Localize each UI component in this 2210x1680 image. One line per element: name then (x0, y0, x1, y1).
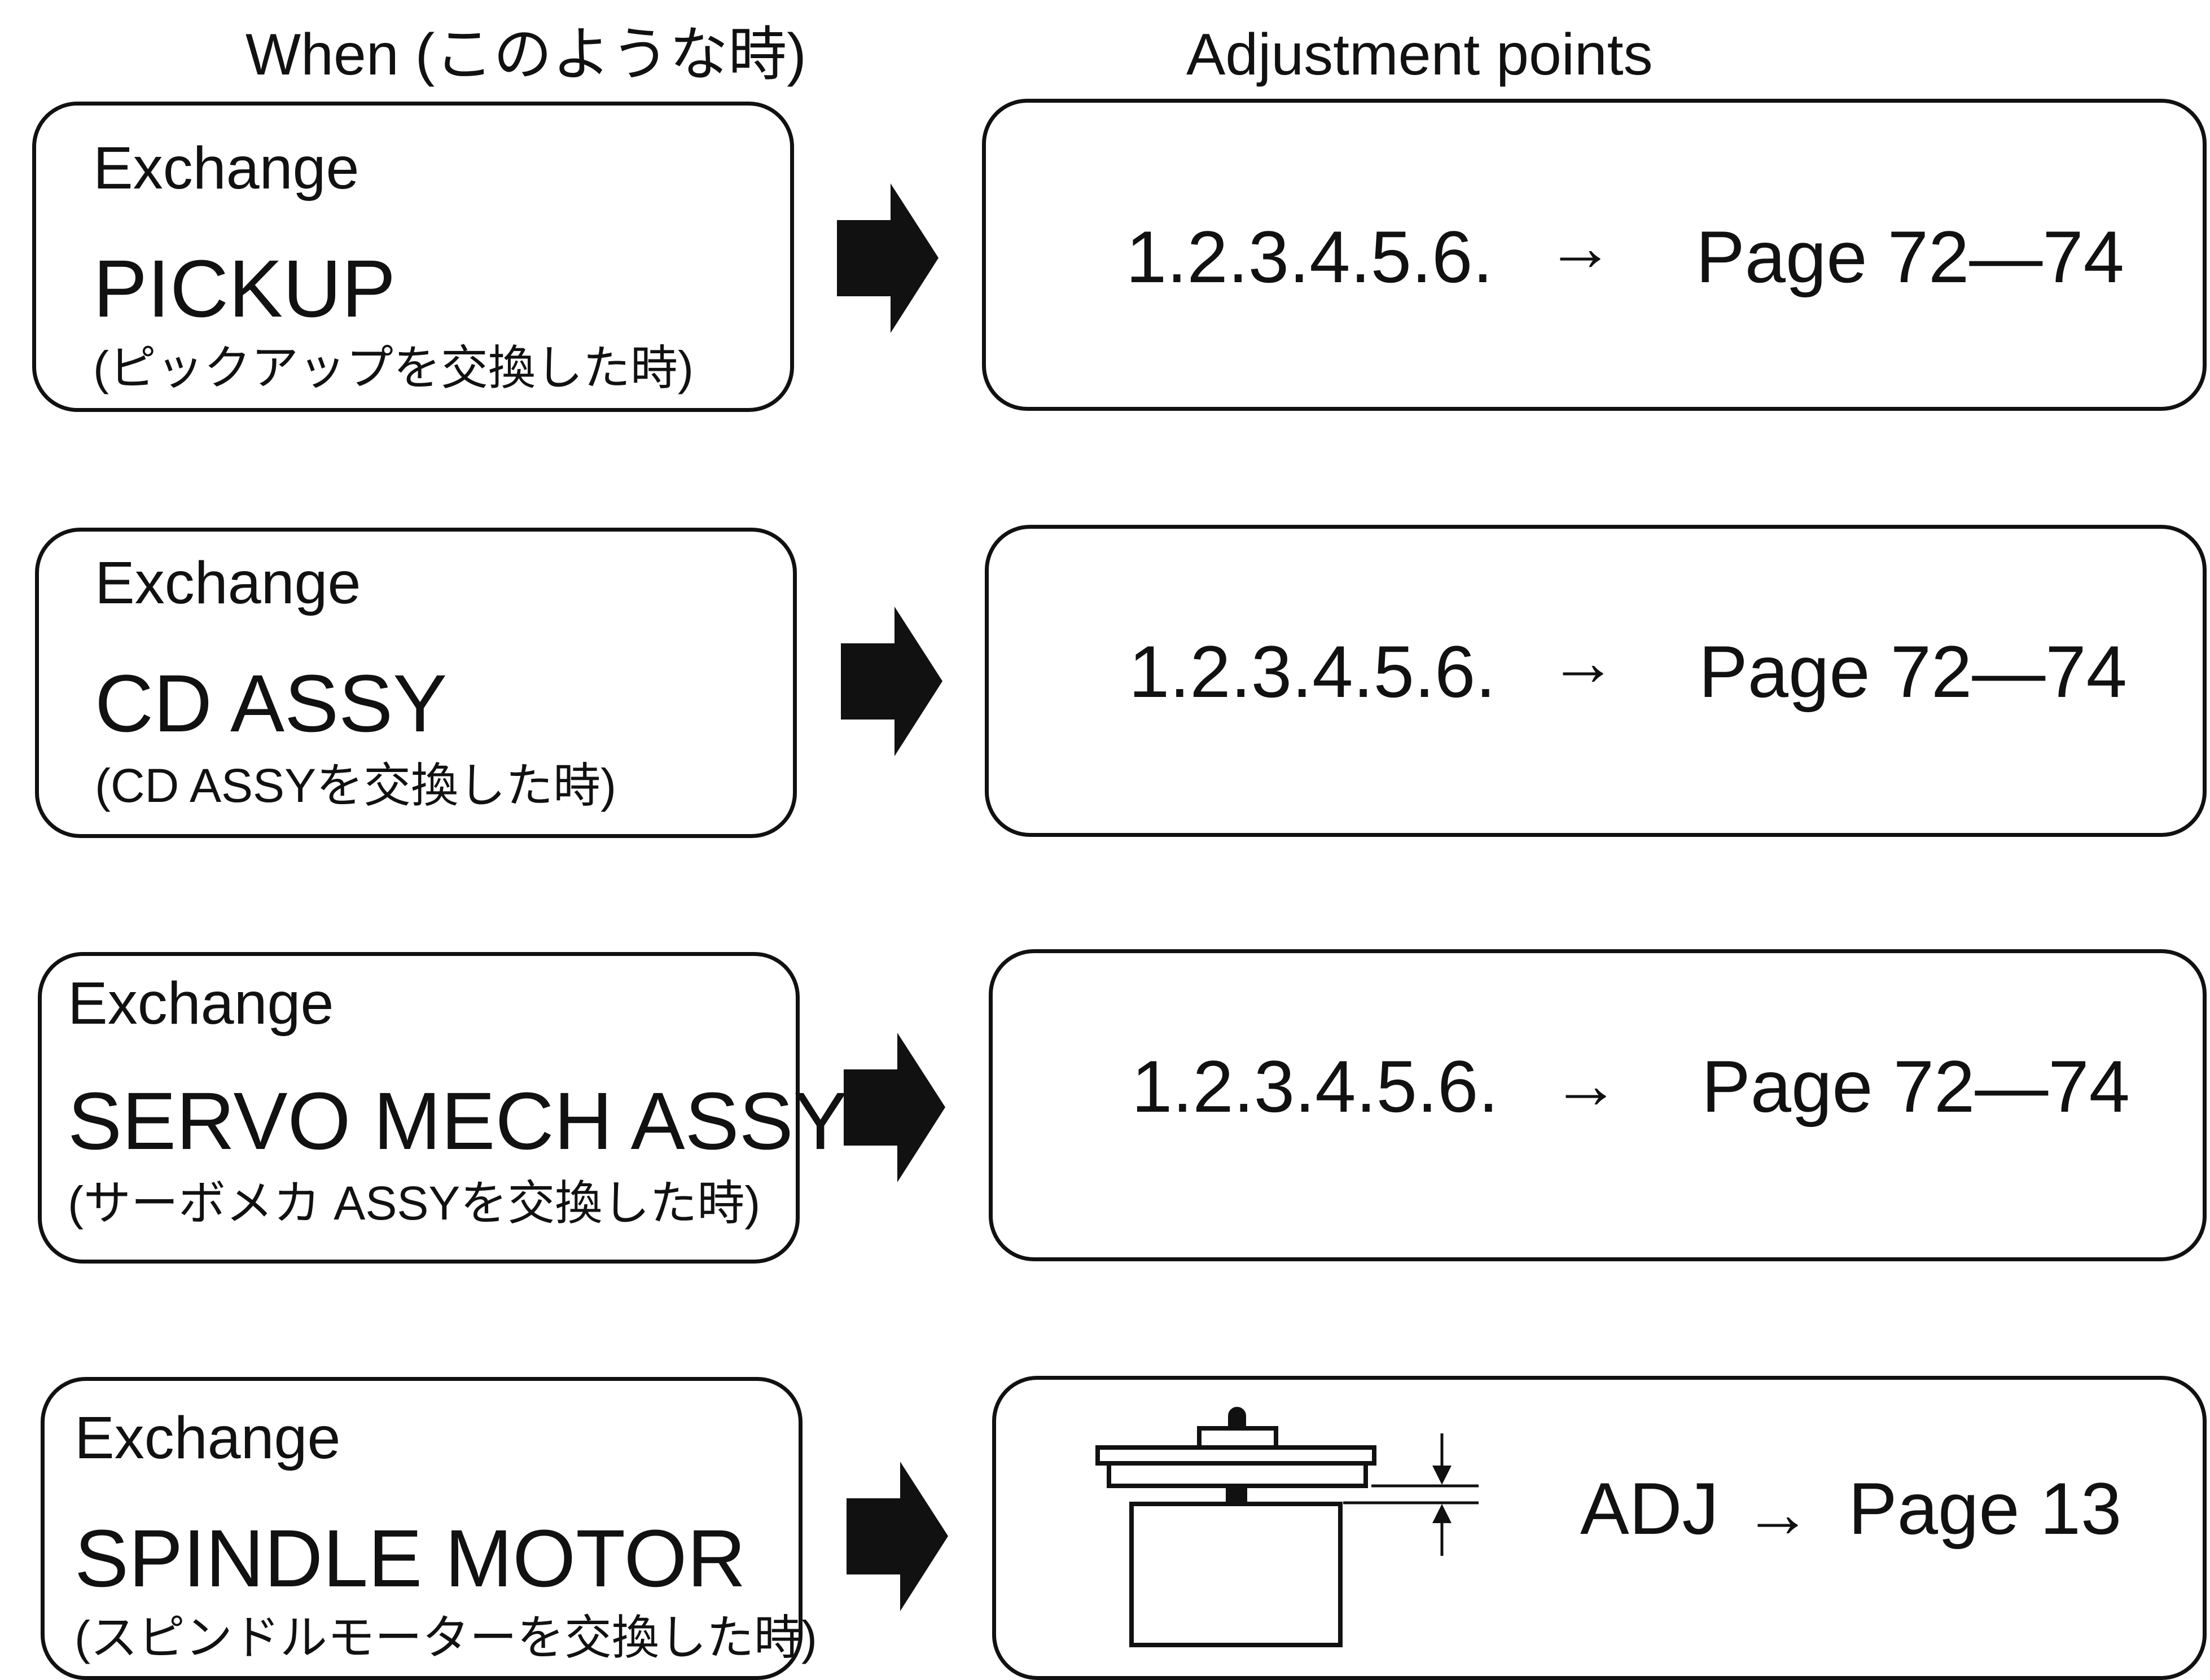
small-arrow-icon: → (1546, 209, 1614, 285)
exchange-label: Exchange (93, 135, 359, 201)
when-box-spindle-motor (41, 1377, 803, 1680)
when-box-servo-mech-assy (38, 952, 800, 1264)
adjustment-box-servo-mech-assy (989, 949, 2207, 1261)
part-name: SPINDLE MOTOR (74, 1513, 746, 1604)
page-reference: Page 72—74 (1702, 1045, 2130, 1128)
block-arrow-right-icon (837, 183, 939, 333)
small-arrow-icon: → (1549, 624, 1617, 700)
adjustment-steps: 1.2.3.4.5.6. (1126, 216, 1493, 298)
part-name: SERVO MECH ASSY (68, 1076, 848, 1166)
when-box-pickup (32, 102, 794, 412)
part-name-jp: (スピンドルモーターを交換した時) (74, 1611, 817, 1664)
exchange-label: Exchange (95, 550, 361, 616)
part-name-jp: (サーボメカ ASSYを交換した時) (68, 1177, 761, 1230)
when-header: When (このような時) (245, 22, 806, 87)
adjustment-box-cd-assy (985, 525, 2207, 837)
adjustment-steps: 1.2.3.4.5.6. (1129, 630, 1496, 713)
adjustment-steps: 1.2.3.4.5.6. (1132, 1045, 1499, 1128)
adjustment-label: ADJ (1580, 1467, 1719, 1550)
adjustment-points-header: Adjustment points (1186, 22, 1653, 87)
small-arrow-icon: → (1744, 1476, 1812, 1551)
spindle-motor-height-diagram (1095, 1407, 1479, 1647)
block-arrow-right-icon (844, 1033, 945, 1182)
page-reference: Page 72—74 (1699, 630, 2127, 713)
block-arrow-right-icon (847, 1462, 948, 1611)
page-reference: Page 13 (1848, 1467, 2122, 1550)
part-name: PICKUP (93, 243, 396, 334)
exchange-label: Exchange (68, 970, 334, 1037)
page-reference: Page 72—74 (1696, 216, 2124, 298)
exchange-label: Exchange (74, 1405, 341, 1471)
when-box-cd-assy (35, 528, 797, 838)
part-name-jp: (CD ASSYを交換した時) (95, 759, 617, 812)
part-name-jp: (ピックアップを交換した時) (93, 341, 694, 394)
adjustment-box-pickup (982, 99, 2207, 411)
part-name: CD ASSY (95, 658, 448, 749)
block-arrow-right-icon (841, 607, 942, 756)
small-arrow-icon: → (1552, 1047, 1620, 1122)
